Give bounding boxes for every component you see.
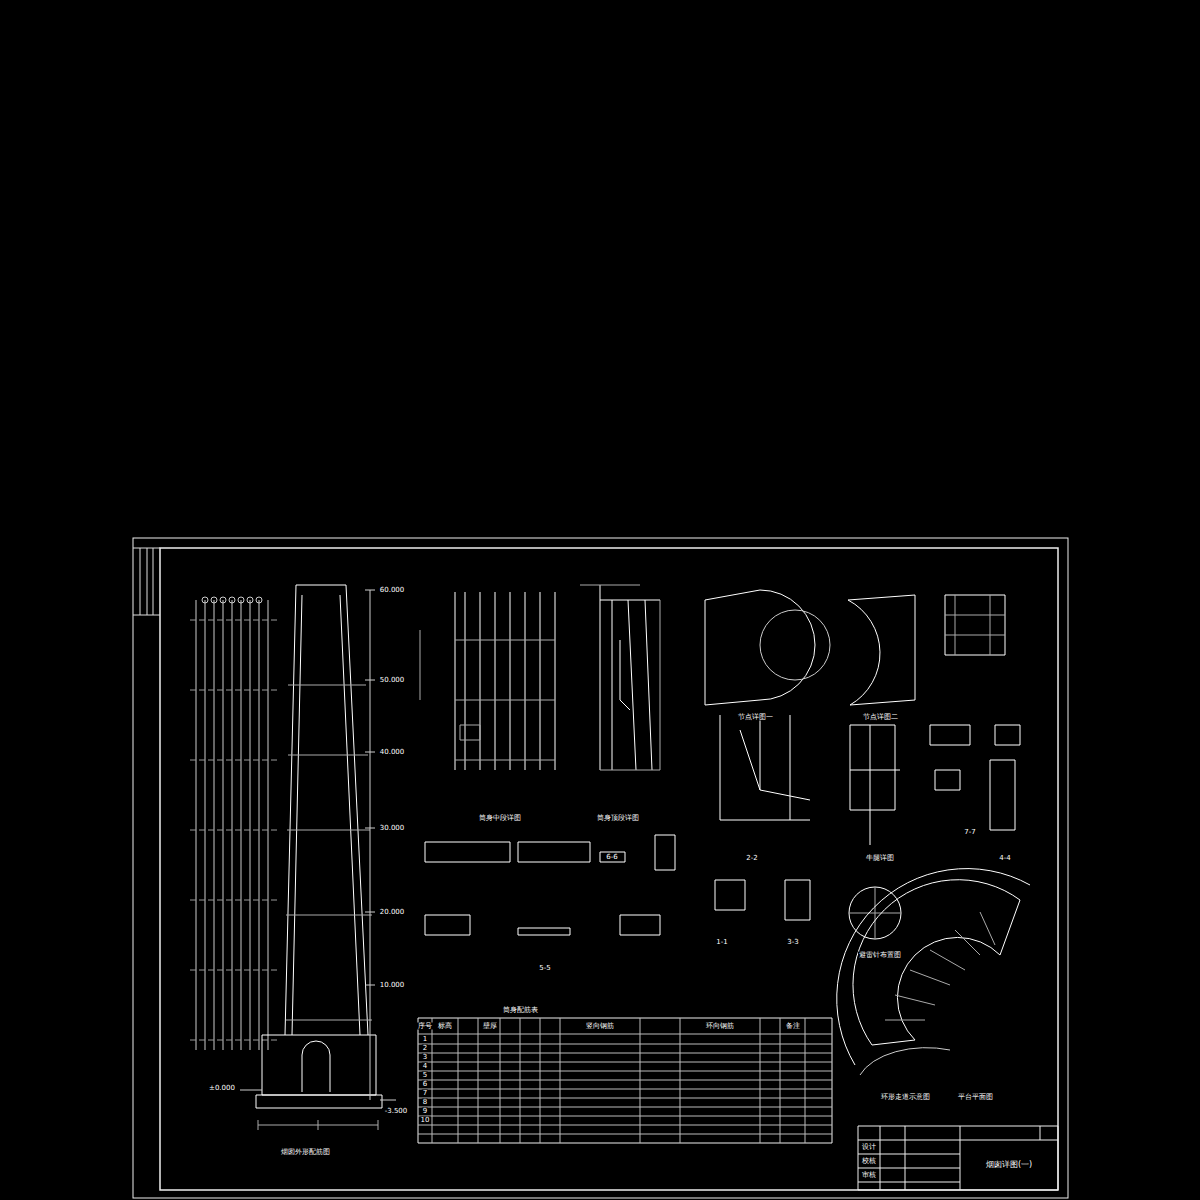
drawing-title: 烟囱详图(一): [986, 1159, 1032, 1170]
drawing-label: 4: [422, 1063, 428, 1070]
drawing-label: 竖向钢筋: [585, 1023, 615, 1030]
drawing-label: 筒身中段详图: [478, 815, 522, 822]
title-cell: 烟囱详图(一): [962, 1141, 1056, 1188]
drawing-label: 10: [420, 1117, 431, 1124]
drawing-label: 序号: [417, 1023, 433, 1030]
drawing-label: 7: [422, 1090, 428, 1097]
drawing-label: 平台平面图: [957, 1094, 994, 1101]
drawing-label: 校核: [861, 1158, 877, 1165]
drawing-label: 8: [422, 1099, 428, 1106]
drawing-label: 审核: [861, 1172, 877, 1179]
drawing-label: 环形走道示意图: [880, 1094, 931, 1101]
drawing-label: 备注: [785, 1023, 801, 1030]
drawing-label: 筒身顶段详图: [596, 815, 640, 822]
drawing-label: 5-5: [538, 965, 551, 972]
drawing-label: 壁厚: [482, 1023, 498, 1030]
drawing-label: 避雷针布置图: [858, 952, 902, 959]
drawing-label: 环向钢筋: [705, 1023, 735, 1030]
drawing-label: 设计: [861, 1144, 877, 1151]
drawing-label: 10.000: [379, 982, 406, 989]
drawing-label: 节点详图二: [862, 714, 899, 721]
drawing-label: 6-6: [605, 854, 618, 861]
drawing-label: 2: [422, 1045, 428, 1052]
drawing-label: 2-2: [745, 855, 758, 862]
drawing-label: 1-1: [715, 939, 728, 946]
drawing-label: 4-4: [998, 855, 1011, 862]
drawing-label: -3.500: [384, 1108, 409, 1115]
drawing-label: ±0.000: [208, 1085, 236, 1092]
drawing-label: 节点详图一: [737, 714, 774, 721]
drawing-label: 1: [422, 1036, 428, 1043]
drawing-label: 60.000: [379, 587, 406, 594]
drawing-label: 6: [422, 1081, 428, 1088]
drawing-label: 烟囱外形配筋图: [280, 1149, 331, 1156]
drawing-label: 3-3: [786, 939, 799, 946]
drawing-label: 3: [422, 1054, 428, 1061]
drawing-label: 20.000: [379, 909, 406, 916]
drawing-label: 30.000: [379, 825, 406, 832]
drawing-label: 筒身配筋表: [502, 1007, 539, 1014]
drawing-label: 7-7: [963, 829, 976, 836]
drawing-label: 40.000: [379, 749, 406, 756]
drawing-label: 50.000: [379, 677, 406, 684]
drawing-label: 5: [422, 1072, 428, 1079]
drawing-label: 9: [422, 1108, 428, 1115]
drawing-label: 牛腿详图: [865, 855, 895, 862]
drawing-label: 标高: [437, 1023, 453, 1030]
